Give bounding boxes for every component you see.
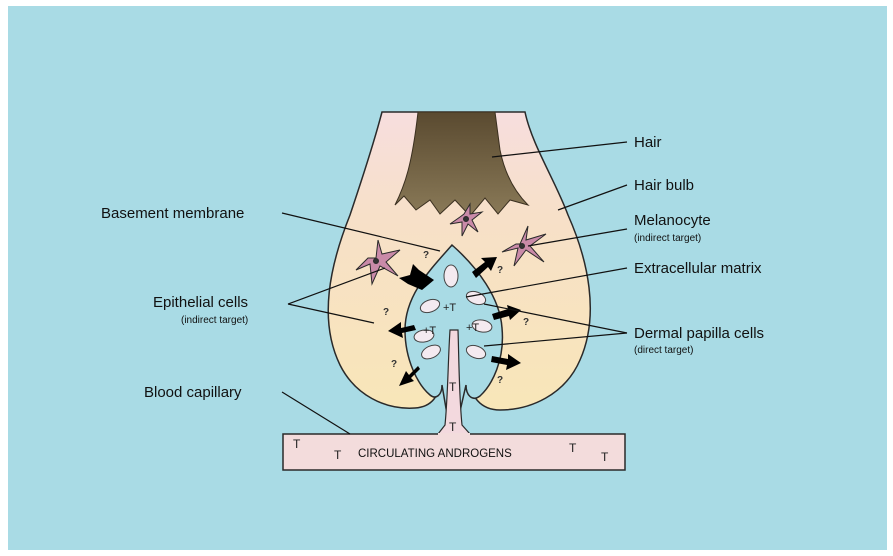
svg-text:?: ? bbox=[383, 307, 389, 318]
svg-text:?: ? bbox=[391, 359, 397, 370]
label-epithelial-note: (indirect target) bbox=[181, 315, 248, 326]
label-melanocyte: Melanocyte bbox=[634, 212, 711, 229]
svg-text:+T: +T bbox=[466, 322, 479, 334]
svg-text:T: T bbox=[293, 437, 301, 451]
svg-text:T: T bbox=[449, 380, 457, 394]
label-extracellular-matrix: Extracellular matrix bbox=[634, 260, 762, 277]
svg-text:?: ? bbox=[423, 250, 429, 261]
svg-text:T: T bbox=[449, 420, 457, 434]
label-blood-capillary: Blood capillary bbox=[144, 384, 242, 401]
svg-text:+T: +T bbox=[443, 302, 456, 314]
label-basement-membrane: Basement membrane bbox=[101, 205, 244, 222]
svg-text:+T: +T bbox=[423, 325, 436, 337]
svg-text:T: T bbox=[569, 441, 577, 455]
label-hair: Hair bbox=[634, 134, 662, 151]
circulating-androgens-label: CIRCULATING ANDROGENS bbox=[358, 448, 512, 460]
svg-text:?: ? bbox=[497, 265, 503, 276]
label-dermal-papilla-cells: Dermal papilla cells bbox=[634, 325, 764, 342]
svg-text:T: T bbox=[601, 450, 609, 464]
label-epithelial-cells: Epithelial cells bbox=[153, 294, 248, 311]
label-dermal-note: (direct target) bbox=[634, 345, 693, 356]
label-melanocyte-note: (indirect target) bbox=[634, 233, 701, 244]
svg-text:?: ? bbox=[497, 375, 503, 386]
label-hair-bulb: Hair bulb bbox=[634, 177, 694, 194]
svg-text:?: ? bbox=[523, 317, 529, 328]
svg-text:T: T bbox=[334, 448, 342, 462]
